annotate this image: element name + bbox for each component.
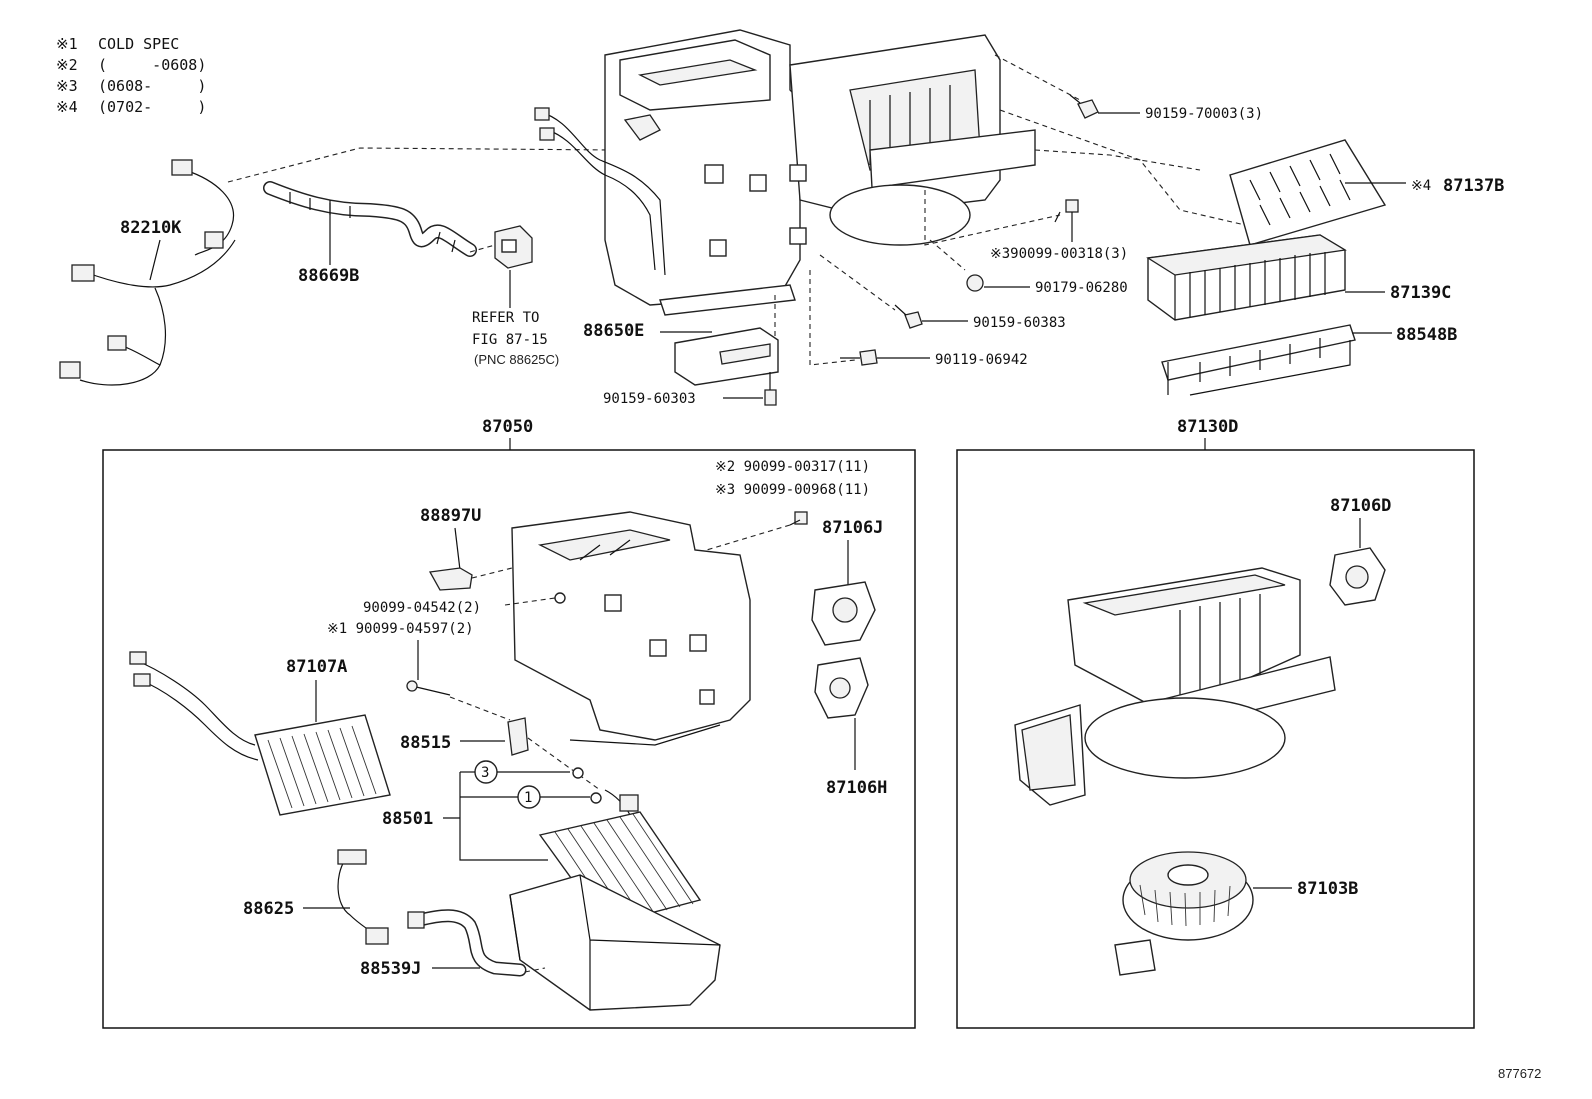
label-servo-D: 87106D	[1330, 496, 1391, 516]
label-heater-core: 87107A	[286, 657, 347, 677]
left-box-frame	[102, 449, 916, 1029]
o-ring-callouts: 3 1	[474, 760, 602, 809]
servo-D-drawing	[1329, 547, 1386, 606]
label-screen: 87137B	[1443, 176, 1504, 196]
note-4-mark: ※4	[56, 98, 78, 116]
heater-case-drawing	[511, 511, 751, 746]
label-bolt-00317: ※2 90099-00317(11)	[715, 459, 870, 475]
label-valve: 88515	[400, 733, 451, 753]
note-4-text: (0702- )	[98, 98, 206, 116]
note-3-text: (0608- )	[98, 77, 206, 95]
circle-3-text: 3	[481, 765, 489, 781]
note-2-text: ( -0608)	[98, 56, 206, 74]
label-screen-mark: ※4	[1411, 178, 1431, 194]
servo-J-drawing	[811, 581, 876, 646]
bolt-06942-drawing	[840, 349, 878, 366]
servo-H-drawing	[814, 657, 869, 719]
label-hose: 88669B	[298, 266, 359, 286]
hose-drawing	[263, 181, 477, 257]
label-servo-J: 87106J	[822, 518, 883, 538]
label-nut-06280: 90179-06280	[1035, 280, 1128, 296]
drain-hose-drawing	[407, 909, 527, 977]
blower-unit-drawing	[1014, 567, 1336, 806]
note-3-mark: ※3	[56, 77, 78, 95]
label-filter: 87139C	[1390, 283, 1451, 303]
label-screw-04542: 90099-04542(2)	[363, 600, 481, 616]
lower-case-drawing	[509, 874, 721, 1011]
wire-harness-drawing	[59, 159, 236, 386]
label-evaporator: 88501	[382, 809, 433, 829]
label-screw-04597: ※1 90099-04597(2)	[327, 621, 474, 637]
label-bolt-00968: ※3 90099-00968(11)	[715, 482, 870, 498]
amplifier-drawing	[674, 327, 779, 386]
nut-06280-drawing	[966, 274, 984, 292]
filter-drawing	[1146, 234, 1347, 321]
sensor-88897U-drawing	[428, 567, 473, 591]
left-box-title: 87050	[482, 417, 533, 437]
note-2-mark: ※2	[56, 56, 78, 74]
refer-line-3: (PNC 88625C)	[474, 352, 559, 367]
label-bolt-00318: ※390099-00318(3)	[990, 246, 1128, 262]
refer-line-1: REFER TO	[472, 310, 539, 326]
bolt-00317-drawing	[789, 511, 808, 526]
label-servo-H: 87106H	[826, 778, 887, 798]
bolt-70003-drawing	[1069, 94, 1099, 119]
screw-04597-drawing	[406, 680, 451, 696]
hvac-unit-assembly-drawing	[534, 29, 1036, 316]
blower-motor-drawing	[1114, 851, 1254, 976]
label-filter-cover: 88548B	[1396, 325, 1457, 345]
label-drain-hose: 88539J	[360, 959, 421, 979]
label-screw-60303: 90159-60303	[603, 391, 696, 407]
label-thermistor: 88625	[243, 899, 294, 919]
note-1-text: COLD SPEC	[98, 35, 179, 53]
circle-1-text: 1	[524, 790, 532, 806]
label-bolt-70003: 90159-70003(3)	[1145, 106, 1263, 122]
note-1-mark: ※1	[56, 35, 78, 53]
heater-core-drawing	[129, 651, 391, 816]
label-bolt-60383: 90159-60383	[973, 315, 1066, 331]
connector-drawing	[494, 225, 533, 269]
bolt-60383-drawing	[894, 304, 923, 329]
screw-60303-drawing	[764, 372, 777, 406]
right-box-frame	[956, 449, 1475, 1029]
bolt-00318-drawing	[1054, 199, 1079, 223]
valve-drawing	[507, 717, 529, 756]
refer-line-2: FIG 87-15	[472, 332, 548, 348]
figure-code: 877672	[1498, 1066, 1541, 1081]
right-box-title: 87130D	[1177, 417, 1238, 437]
label-amplifier: 88650E	[583, 321, 644, 341]
filter-cover-drawing	[1161, 324, 1356, 396]
thermistor-drawing	[337, 849, 389, 945]
label-wire-harness: 82210K	[120, 218, 182, 238]
screen-drawing	[1229, 139, 1387, 246]
label-blower-motor: 87103B	[1297, 879, 1358, 899]
notes-block: ※1 COLD SPEC ※2 ( -0608) ※3 (0608- ) ※4 …	[56, 35, 206, 116]
label-bolt-06942: 90119-06942	[935, 352, 1028, 368]
label-sensor-88897U: 88897U	[420, 506, 481, 526]
